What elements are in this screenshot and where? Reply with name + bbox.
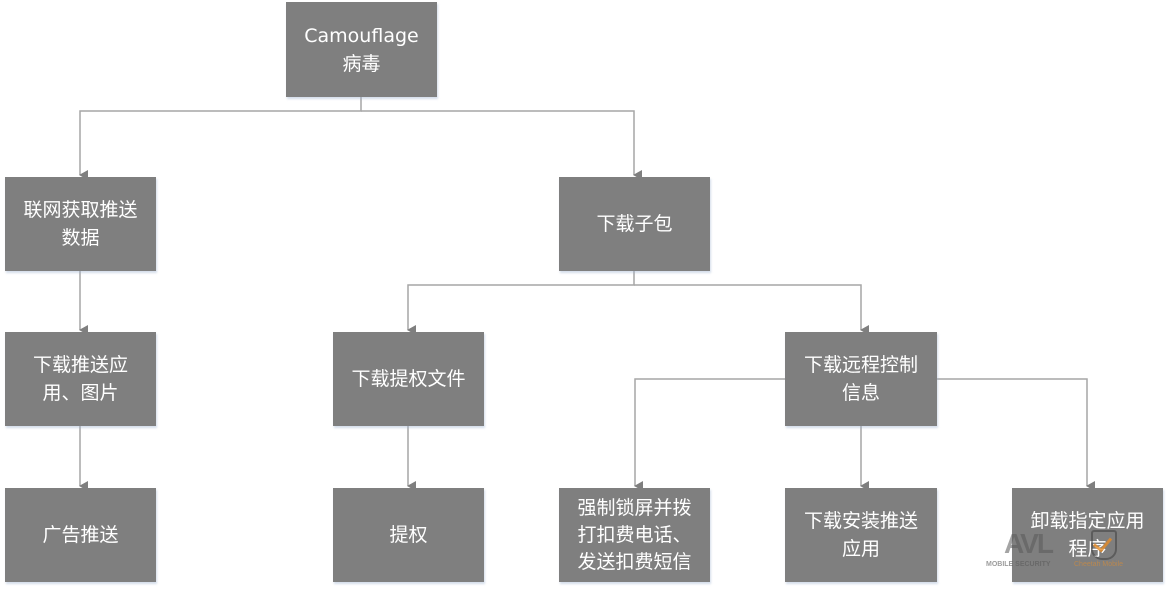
edge-subpackage-privilege-files [407,271,635,335]
node-privilege-escalation: 提权 [333,488,484,582]
node-fetch-push-data: 联网获取推送数据 [5,177,156,271]
node-download-privilege-files: 下载提权文件 [333,332,484,426]
node-root: Camouflage病毒 [286,2,437,97]
edge-root-fetch [79,97,362,180]
edge-root-subpackage [361,110,642,180]
node-download-install-push-apps: 下载安装推送应用 [785,488,937,582]
node-force-lock-call-sms: 强制锁屏并拨打扣费电话、发送扣费短信 [559,488,710,582]
node-download-remote-control-info: 下载远程控制信息 [785,332,937,426]
node-download-push-apps-images: 下载推送应用、图片 [5,332,156,426]
edge-remote-force-lock [634,378,785,491]
node-download-subpackage: 下载子包 [559,177,710,271]
edge-remote-uninstall [937,378,1095,491]
edge-subpackage-remote-control [634,284,869,335]
node-uninstall-specified-apps: 卸载指定应用程序 [1012,488,1163,582]
node-ad-push: 广告推送 [5,488,156,582]
